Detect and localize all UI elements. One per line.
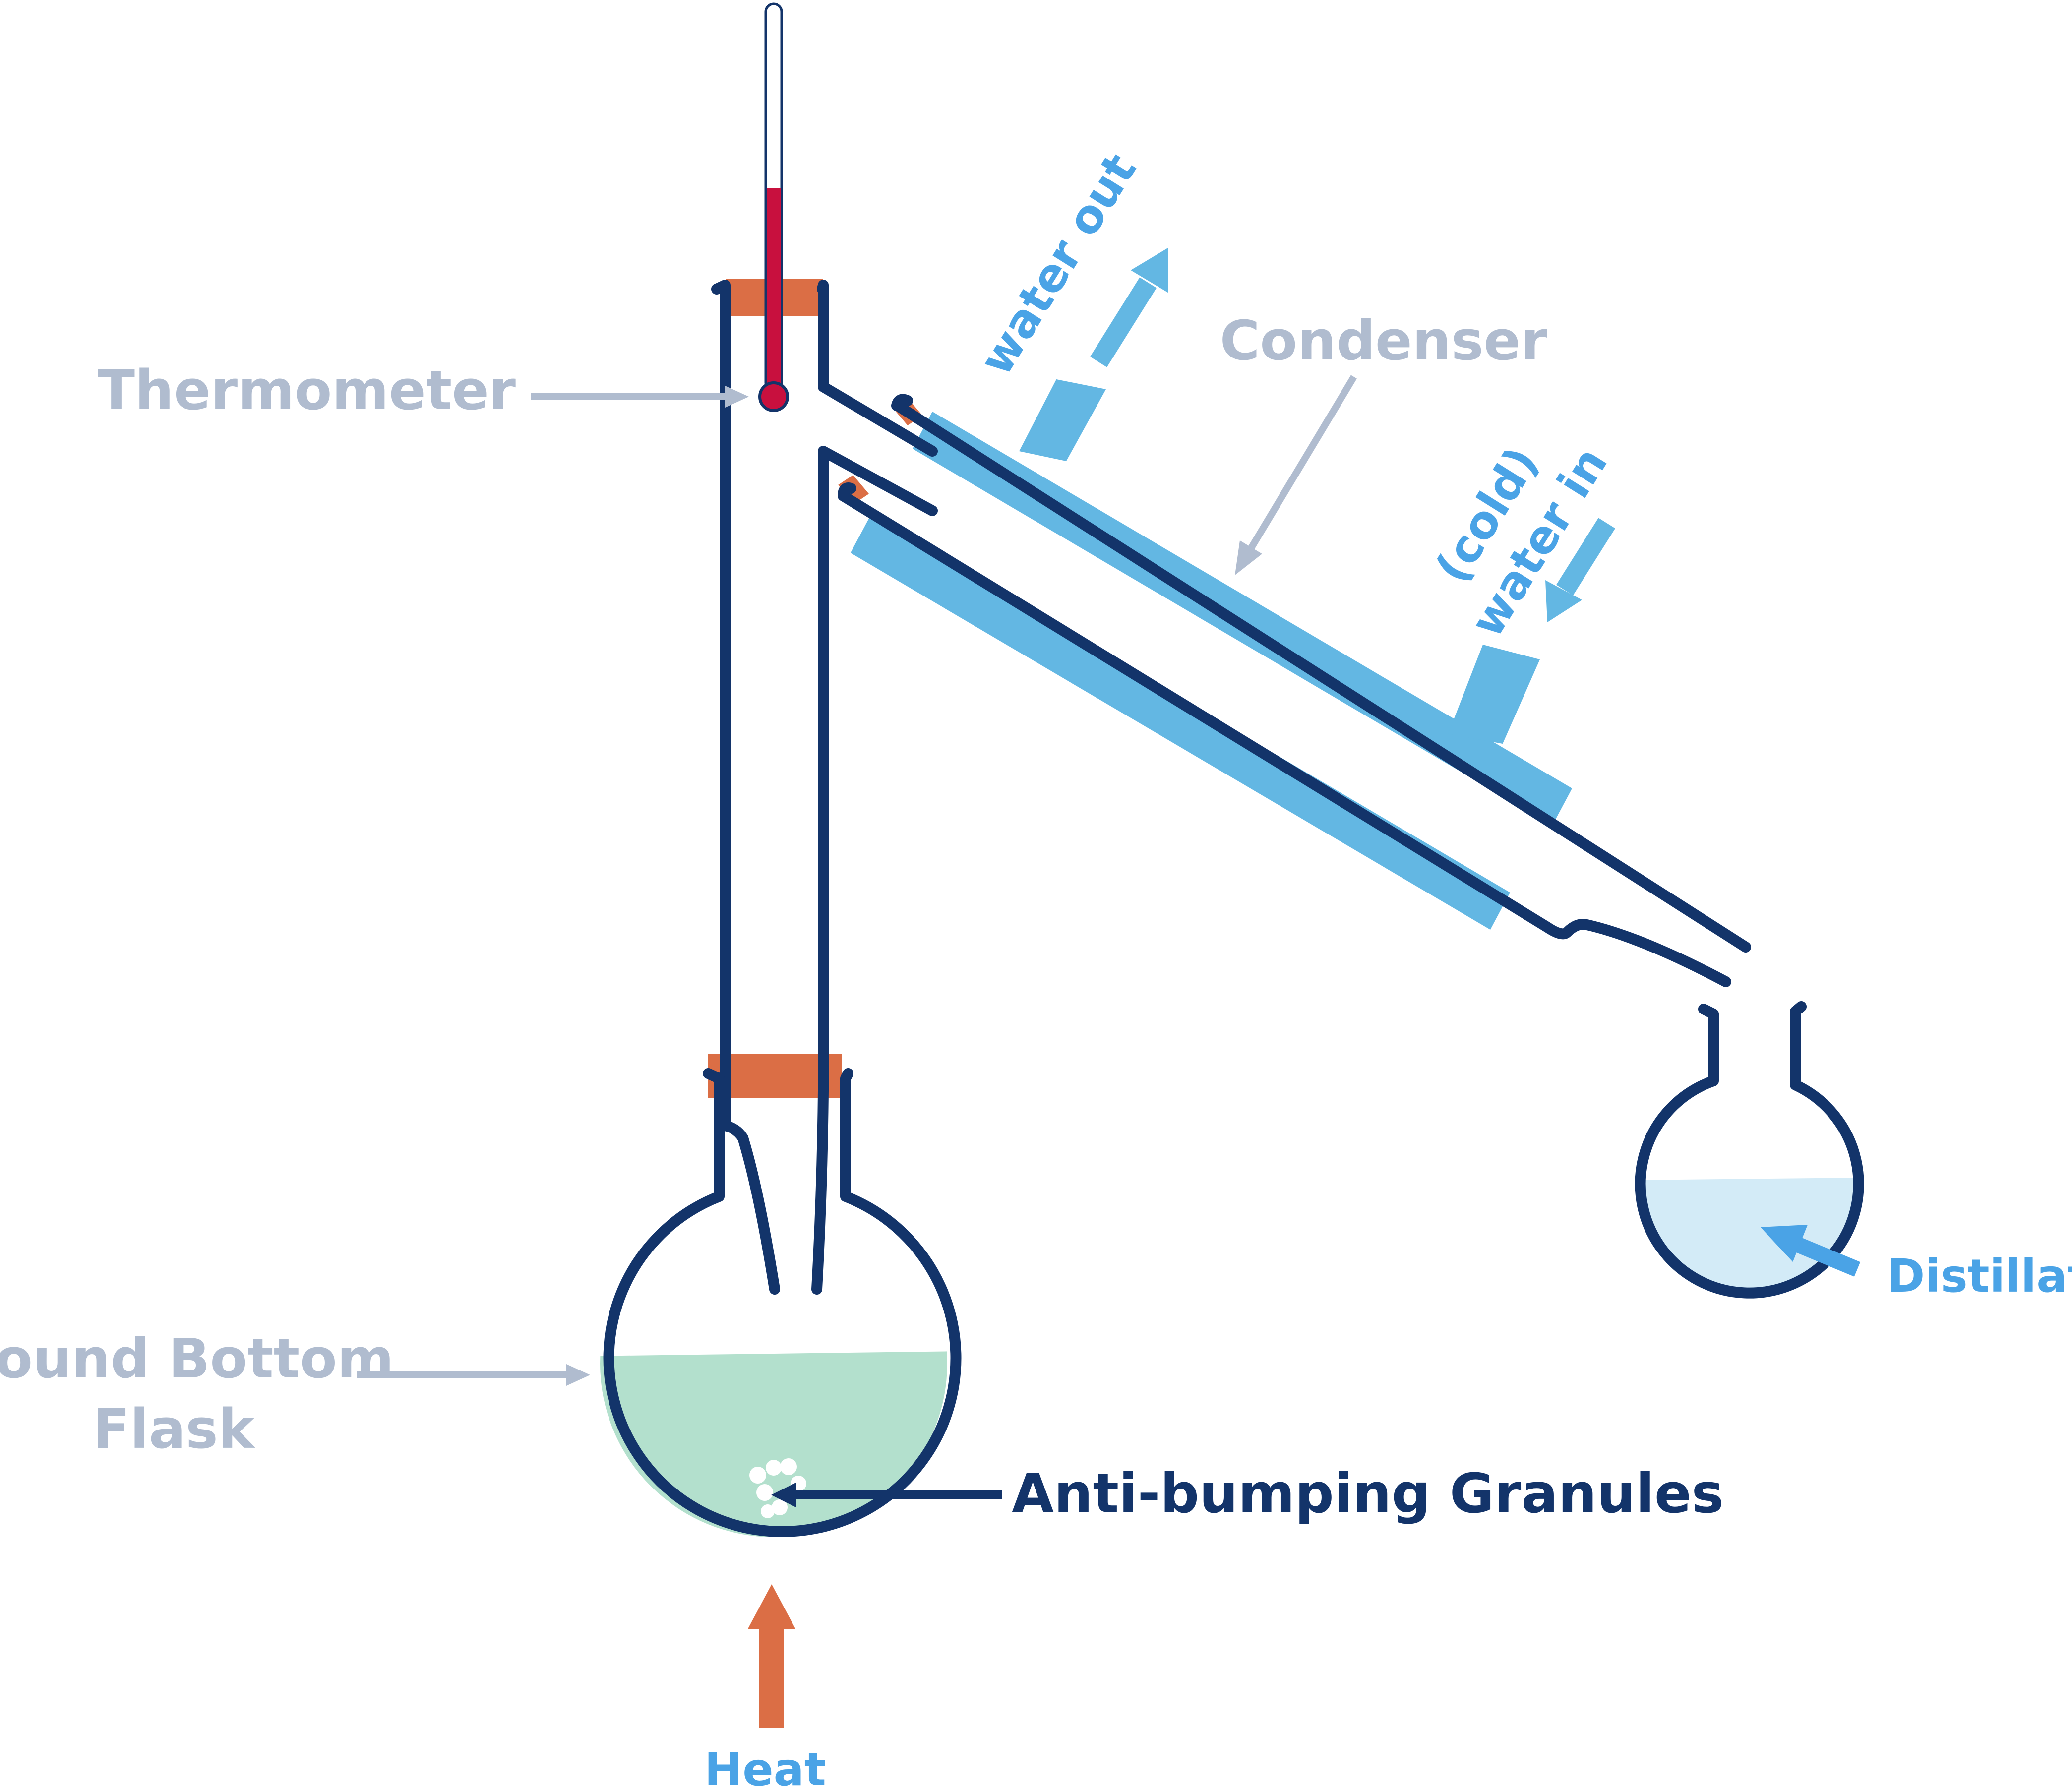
stoppers [708,279,922,1098]
still-head-left-wall [711,280,780,1295]
condenser-label: Condenser [1220,309,1548,372]
still-head-right-top [817,280,938,457]
granule-icon [749,1458,806,1518]
distillate-liquid [1639,1178,1857,1292]
condenser-lip-lower [838,482,856,501]
round-bottom-flask-label-line1: Round Bottom [0,1327,394,1390]
condenser-jacket [851,379,1572,930]
condenser-inner-upper [892,400,1751,953]
granules-pointer [771,1483,1002,1507]
anti-bumping-granules-label: Anti-bumping Granules [1012,1462,1724,1525]
heat-label: Heat [704,1743,826,1787]
water-out-label: water out [970,144,1147,384]
glassware [603,280,1864,1537]
water-out-arrow [1090,248,1168,367]
thermometer-icon [758,2,789,412]
still-head-right-lower [811,446,938,1295]
thermometer-pointer [531,386,749,408]
water-in-nozzle [1448,645,1540,744]
water-out-nozzle [1019,379,1106,461]
thermometer-label: Thermometer [98,358,516,422]
flask-pointer [357,1364,590,1386]
round-bottom-flask-label-line2: Flask [93,1397,256,1461]
up-arrow-icon [748,1584,795,1728]
condenser-pointer [1235,375,1357,575]
round-bottom-flask [603,1068,962,1537]
distillate-pointer [1761,1225,1861,1277]
distillate-label: Distillate [1887,1250,2072,1303]
condenser-inner-lower [838,490,1731,987]
condenser-lip-upper [891,394,913,411]
water-in-arrow [1545,518,1615,622]
receiving-flask [1635,1001,1864,1299]
